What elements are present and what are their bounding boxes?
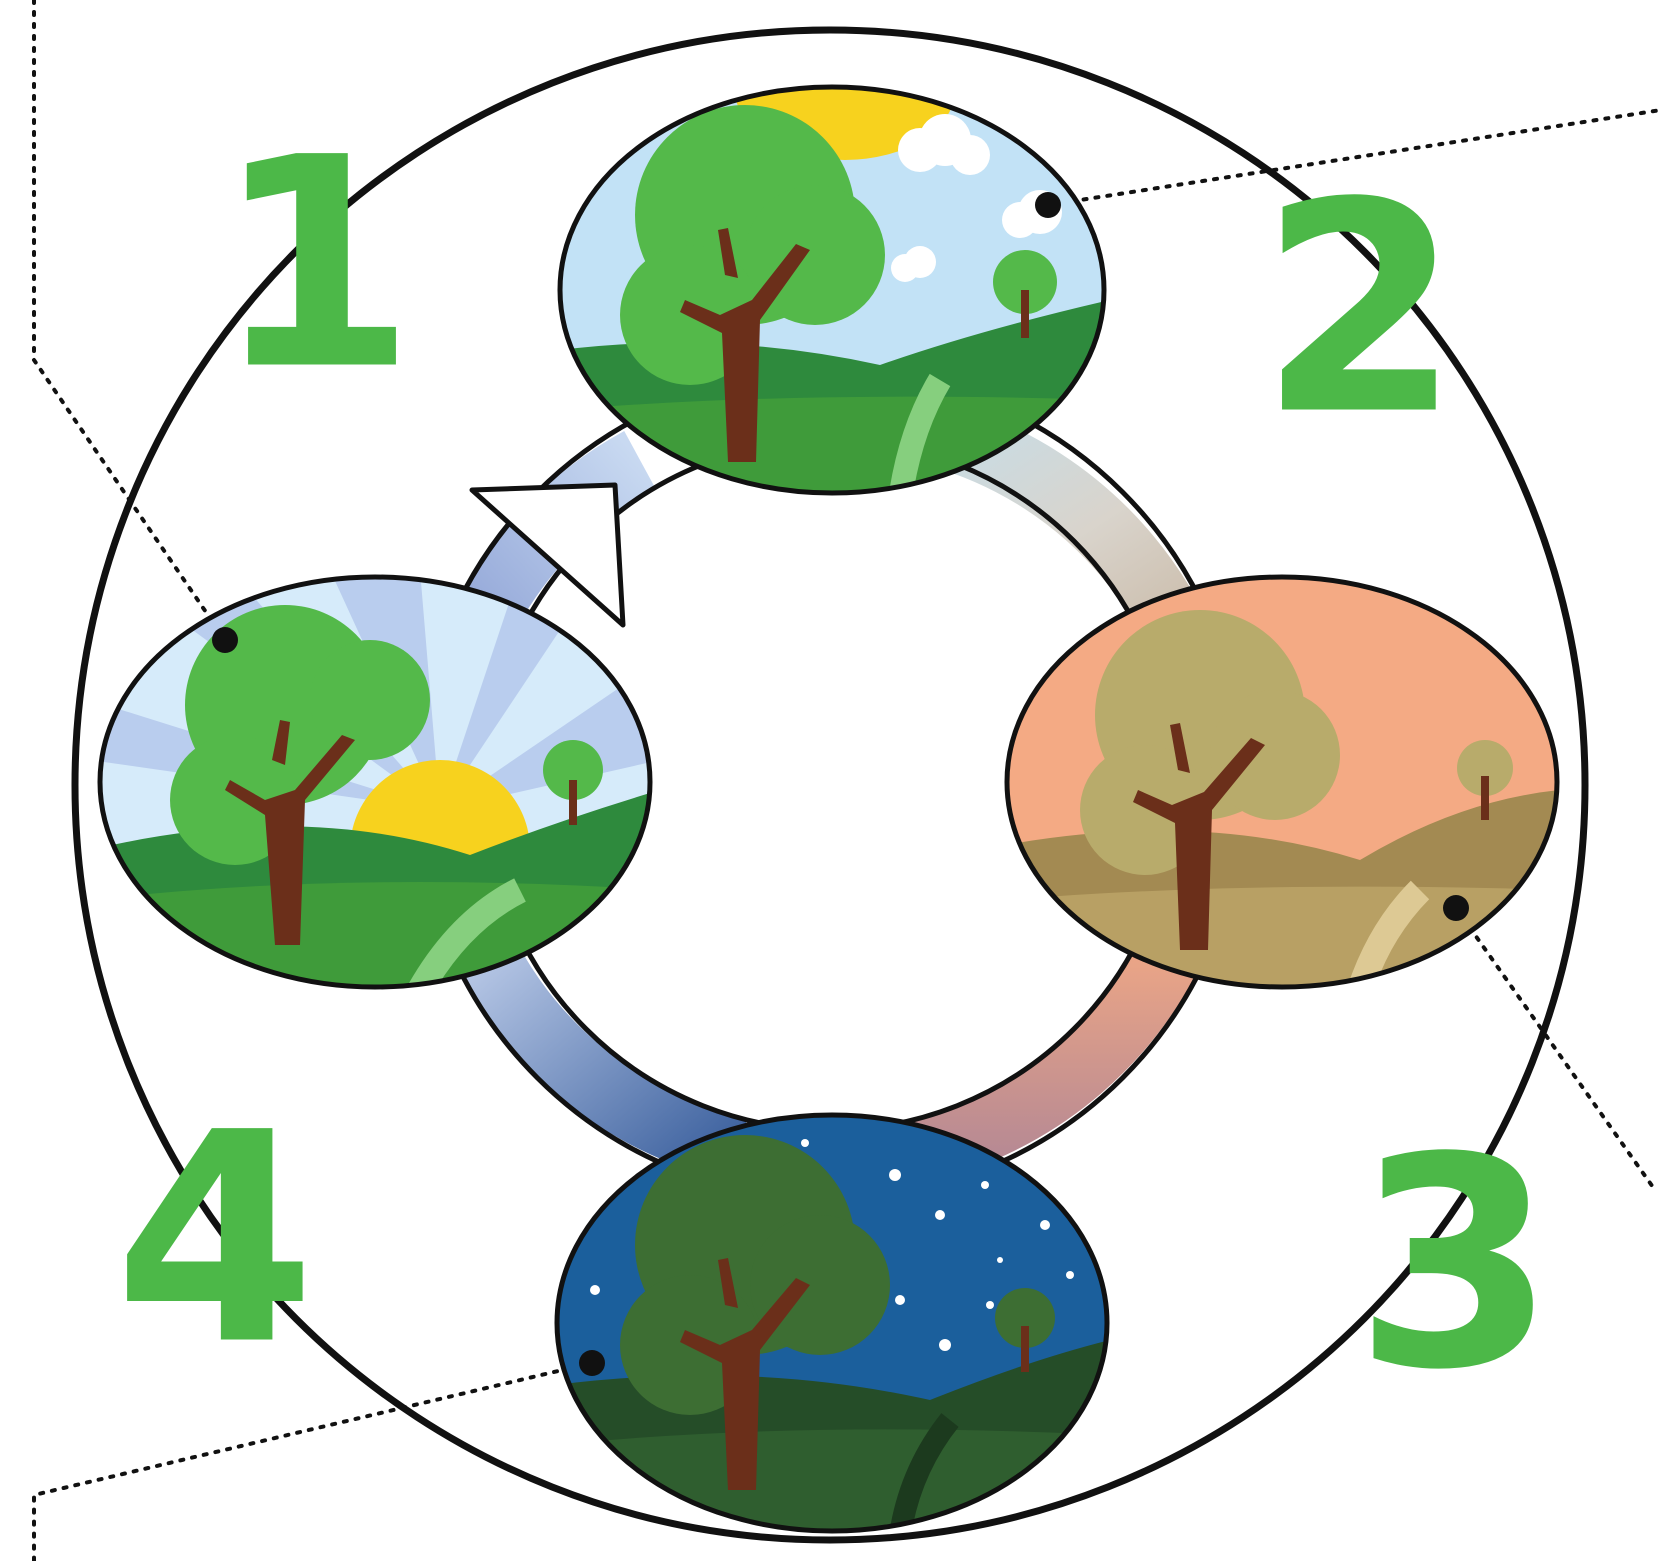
tree-icon <box>620 1135 890 1490</box>
small-tree-icon <box>993 250 1057 338</box>
tree-icon <box>1080 610 1340 950</box>
cut-line-left <box>32 0 227 642</box>
scene-midday <box>557 84 1107 496</box>
hole-dot <box>579 1350 605 1376</box>
small-tree-icon <box>543 740 603 825</box>
hole-dot <box>212 627 238 653</box>
step-number-4: 4 <box>114 1072 316 1409</box>
outer-circle <box>71 26 1589 1544</box>
scene-night <box>554 1112 1110 1534</box>
small-tree-icon <box>1457 740 1513 820</box>
step-number-1: 1 <box>214 97 416 434</box>
scene-sunrise <box>97 574 653 990</box>
cycle-arrow-icon <box>469 482 626 628</box>
tree-icon <box>620 105 885 462</box>
small-tree-icon <box>995 1288 1055 1372</box>
scene-sunset <box>1004 574 1560 990</box>
cut-line-top-right <box>1046 108 1661 207</box>
tree-icon <box>170 605 430 945</box>
cloud-icon <box>891 114 1062 282</box>
step-number-3: 3 <box>1354 1097 1556 1434</box>
step-number-2: 2 <box>1259 142 1461 479</box>
cut-line-right <box>1454 906 1657 1192</box>
hole-dot <box>1443 895 1469 921</box>
hole-dot <box>1035 192 1061 218</box>
